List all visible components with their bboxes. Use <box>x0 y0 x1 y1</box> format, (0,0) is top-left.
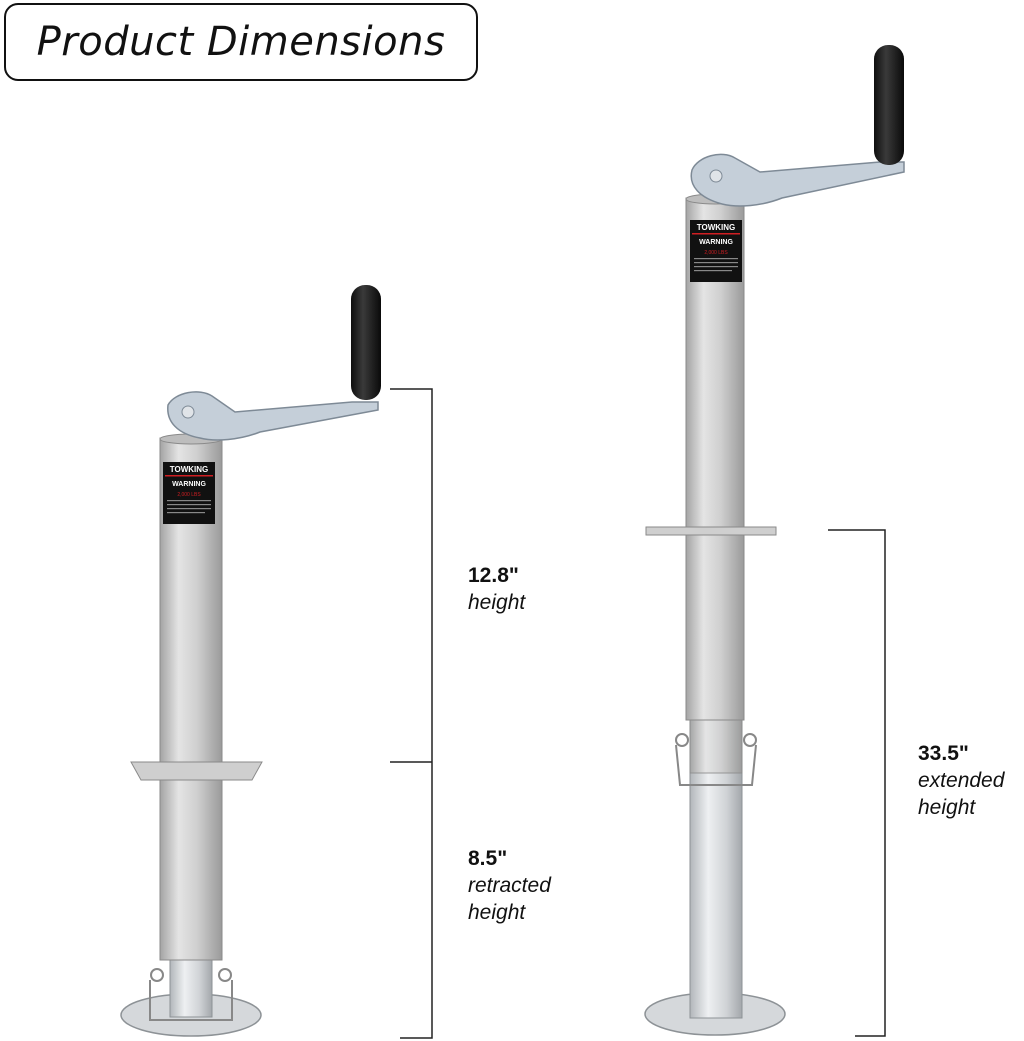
label-capacity: 2,000 LBS <box>704 250 728 256</box>
dimension-value: 33.5" <box>918 742 969 765</box>
handle-grip <box>874 45 904 165</box>
crank-handle <box>690 153 905 207</box>
warning-label: TOWKING WARNING 2,000 LBS <box>163 462 215 524</box>
handle-grip <box>351 285 381 400</box>
dimension-caption: retracted <box>468 874 551 897</box>
dimension-value: 12.8" <box>468 564 519 587</box>
retracted-jack: TOWKING WARNING 2,000 LBS <box>120 285 381 1037</box>
outer-tube <box>685 197 745 721</box>
pull-pin <box>149 968 233 1021</box>
dimension-extended-height: 33.5" extended height <box>918 741 1004 821</box>
dimension-retracted-height: 8.5" retracted height <box>468 846 551 926</box>
crank-bolt <box>709 169 723 183</box>
label-warning: WARNING <box>172 481 206 488</box>
dimension-bracket-right <box>828 529 886 1037</box>
page-title: Product Dimensions <box>36 19 446 65</box>
label-capacity: 2,000 LBS <box>177 492 201 498</box>
dimension-bracket-left <box>390 388 433 1039</box>
extended-jack: TOWKING WARNING 2,000 LBS <box>644 45 905 1036</box>
inner-tube <box>169 954 213 1018</box>
dimension-caption: height <box>468 901 526 924</box>
dimension-height: 12.8" height <box>468 563 525 616</box>
dimension-caption: height <box>468 591 526 614</box>
crank-bolt <box>181 405 195 419</box>
warning-label: TOWKING WARNING 2,000 LBS <box>690 220 742 282</box>
pull-pin <box>675 733 757 786</box>
mount-plate <box>130 761 263 781</box>
label-warning: WARNING <box>699 239 733 246</box>
label-brand: TOWKING <box>697 223 736 232</box>
label-brand: TOWKING <box>170 465 209 474</box>
mount-plate <box>645 526 777 536</box>
dimension-caption: height <box>918 796 976 819</box>
crank-handle <box>167 391 379 441</box>
outer-tube <box>159 437 223 961</box>
dimension-caption: extended <box>918 769 1005 792</box>
dimension-value: 8.5" <box>468 847 508 870</box>
title-box: Product Dimensions <box>4 3 478 81</box>
